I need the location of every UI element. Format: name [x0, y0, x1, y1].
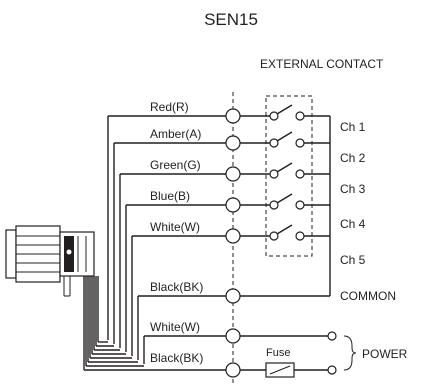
wire-label-black-power: Black(BK)	[150, 351, 203, 365]
wire-label-blue: Blue(B)	[150, 189, 190, 203]
external-contact-box	[265, 95, 313, 257]
wire-blue: Blue(B)	[126, 189, 241, 213]
wire-label-green: Green(G)	[150, 158, 201, 172]
wire-green: Green(G)	[120, 158, 241, 182]
channel-label-2: Ch 2	[340, 151, 366, 165]
wire-white: White(W)	[132, 220, 241, 244]
wire-white-power: White(W)	[144, 320, 241, 344]
channel-label-1: Ch 1	[340, 120, 366, 134]
wire-label-white: White(W)	[150, 220, 200, 234]
power-circuit	[240, 331, 357, 378]
cable-bundle	[83, 116, 150, 371]
power-label: POWER	[362, 347, 408, 361]
diagram-title: SEN15	[204, 10, 258, 29]
wire-label-amber: Amber(A)	[150, 127, 201, 141]
channel-label-4: Ch 4	[340, 217, 366, 231]
channel-label-5: Ch 5	[340, 253, 366, 267]
fuse-label: Fuse	[266, 347, 290, 359]
wire-black-power: Black(BK)	[150, 351, 241, 378]
external-contact-label: EXTERNAL CONTACT	[260, 57, 384, 71]
common-label: COMMON	[340, 289, 396, 303]
wire-red: Red(R)	[108, 100, 241, 124]
channel-label-3: Ch 3	[340, 182, 366, 196]
wire-label-white-power: White(W)	[150, 320, 200, 334]
signal-tower-device	[5, 225, 95, 297]
wire-label-red: Red(R)	[150, 100, 189, 114]
contact-switches	[240, 104, 331, 297]
wire-black-common: Black(BK)	[138, 280, 241, 304]
wire-amber: Amber(A)	[114, 127, 241, 151]
wire-label-black-common: Black(BK)	[150, 280, 203, 294]
